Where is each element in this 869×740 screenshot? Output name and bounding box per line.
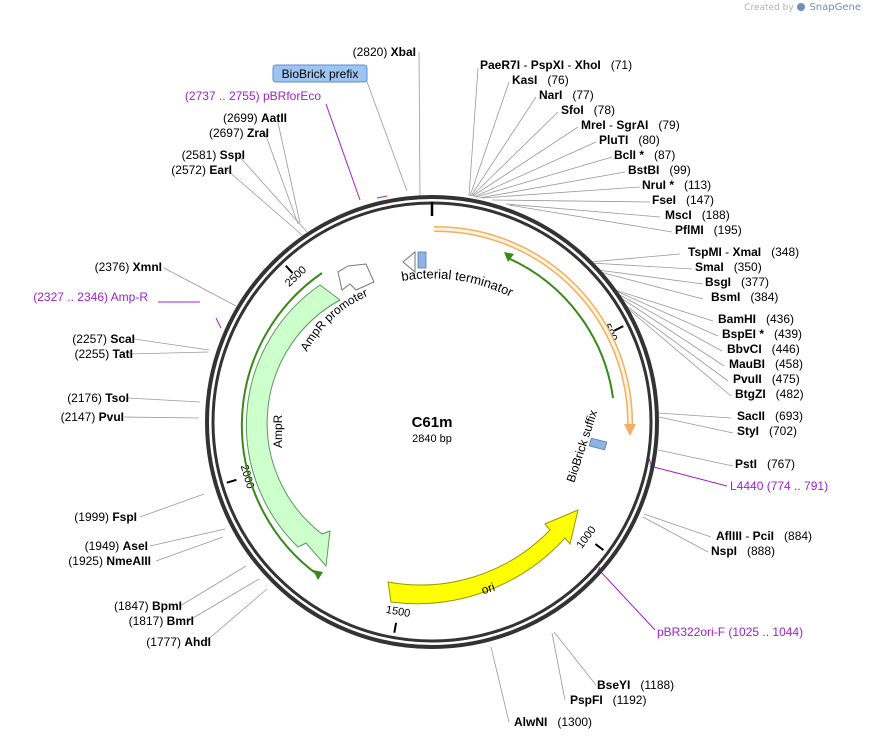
- enzyme-site-label[interactable]: StyI(702): [737, 424, 797, 438]
- snapgene-logo-icon: [796, 3, 805, 11]
- enzyme-site-label[interactable]: MreI - SgrAI(79): [581, 118, 680, 132]
- tick-mark: [226, 478, 237, 484]
- orf-arrow-top: [433, 225, 634, 429]
- left-site-labels: (2820) XbaI (2699) AatII(2697) ZraI (2581)…: [61, 45, 416, 649]
- enzyme-site-label[interactable]: (2699) AatII: [223, 111, 287, 125]
- enzyme-site-label[interactable]: PaeR7I - PspXI - XhoI(71): [480, 58, 632, 72]
- enzyme-site-label[interactable]: BseYI(1188): [597, 678, 674, 692]
- enzyme-site-label[interactable]: BclI *(87): [614, 148, 675, 162]
- plasmid-size: 2840 bp: [412, 433, 452, 445]
- enzyme-site-label[interactable]: PvuII(475): [733, 372, 800, 386]
- enzyme-site-label[interactable]: BstBI(99): [628, 163, 691, 177]
- biobrick-prefix-label: BioBrick prefix: [282, 67, 359, 81]
- enzyme-site-label[interactable]: BbvCI(446): [727, 342, 800, 356]
- enzyme-site-label[interactable]: PluTI(80): [599, 133, 660, 147]
- tick-mark: [613, 325, 624, 332]
- tick-mark: [393, 622, 398, 633]
- primer-label[interactable]: pBR322ori-F (1025 .. 1044): [657, 625, 803, 639]
- enzyme-site-label[interactable]: (1925) NmeAIII: [68, 554, 151, 568]
- enzyme-site-label[interactable]: NspI(888): [711, 544, 775, 558]
- enzyme-site-label[interactable]: (1817) BmrI: [129, 614, 194, 628]
- enzyme-site-label[interactable]: BsmI(384): [711, 290, 778, 304]
- orf-green-left: [240, 272, 323, 576]
- tick-mark: [285, 265, 294, 274]
- feature-ori[interactable]: [387, 509, 579, 605]
- primer-labels: (2737 .. 2755) pBRforEco (2327 .. 2346) A…: [33, 89, 828, 639]
- enzyme-site-label[interactable]: PspFI(1192): [570, 693, 646, 707]
- enzyme-site-label[interactable]: AlwNI(1300): [514, 715, 592, 729]
- label-ori: ori: [480, 580, 497, 597]
- enzyme-site-label[interactable]: NarI(77): [539, 88, 594, 102]
- enzyme-site-label[interactable]: (1847) BpmI: [114, 599, 182, 613]
- enzyme-site-label[interactable]: (1777) AhdI: [146, 635, 211, 649]
- enzyme-site-label[interactable]: (2697) ZraI: [209, 126, 269, 140]
- enzyme-site-label[interactable]: NruI *(113): [642, 178, 711, 192]
- orf-arrowhead-top: [624, 424, 636, 436]
- right-site-labels: PaeR7I - PspXI - XhoI(71)KasI(76)NarI(77…: [480, 58, 812, 729]
- enzyme-site-label[interactable]: BamHI(436): [718, 312, 794, 326]
- enzyme-site-label[interactable]: (1949) AseI: [85, 539, 148, 553]
- enzyme-site-label[interactable]: (2820) XbaI: [353, 45, 416, 59]
- tick-label: 1500: [385, 604, 411, 620]
- enzyme-site-label[interactable]: (2257) ScaI: [72, 332, 135, 346]
- enzyme-site-label[interactable]: KasI(76): [512, 73, 569, 87]
- enzyme-site-label[interactable]: PflMI(195): [675, 223, 742, 237]
- biobrick-prefix-box[interactable]: [272, 64, 368, 83]
- enzyme-site-label[interactable]: (2581) SspI: [182, 148, 245, 162]
- feature-bacterial-terminator[interactable]: [417, 251, 427, 269]
- label-bacterial-terminator: bacterial terminator: [400, 266, 516, 299]
- enzyme-site-label[interactable]: BtgZI(482): [735, 387, 804, 401]
- tick-label: 1000: [574, 524, 598, 551]
- enzyme-site-label[interactable]: FseI(147): [652, 193, 714, 207]
- snapgene-credit: Created by SnapGene: [744, 2, 861, 13]
- enzyme-site-label[interactable]: MscI(188): [665, 208, 730, 222]
- feature-ampr[interactable]: [245, 284, 341, 568]
- orf-green-top: [507, 257, 614, 399]
- snapgene-brand: SnapGene: [809, 2, 861, 13]
- created-by-text: Created by: [744, 3, 794, 13]
- primer-label[interactable]: (2737 .. 2755) pBRforEco: [185, 89, 321, 103]
- primer-label[interactable]: (2327 .. 2346) Amp-R: [33, 290, 148, 304]
- svg-text:bacterial terminator: bacterial terminator: [400, 266, 516, 299]
- plasmid-backbone: [205, 195, 659, 649]
- enzyme-site-label[interactable]: BsgI(377): [705, 275, 769, 289]
- feature-biobrick-suffix[interactable]: [588, 437, 608, 451]
- enzyme-site-label[interactable]: SfoI(78): [561, 103, 615, 117]
- enzyme-site-label[interactable]: (2176) TsoI: [67, 391, 129, 405]
- enzyme-site-label[interactable]: SmaI(350): [695, 260, 762, 274]
- terminator-arrow-icon: [402, 250, 416, 274]
- enzyme-site-label[interactable]: (2147) PvuI: [61, 410, 124, 424]
- enzyme-site-label[interactable]: (2572) EarI: [171, 163, 232, 177]
- enzyme-site-label[interactable]: (1999) FspI: [74, 510, 137, 524]
- enzyme-site-label[interactable]: PstI(767): [735, 457, 795, 471]
- leader-lines: [123, 51, 734, 723]
- enzyme-site-label[interactable]: (2376) XmnI: [95, 260, 162, 274]
- plasmid-name: C61m: [412, 414, 453, 431]
- primer-lines: [158, 103, 728, 631]
- enzyme-site-label[interactable]: TspMI - XmaI(348): [688, 245, 799, 259]
- primer-label[interactable]: L4440 (774 .. 791): [730, 479, 828, 493]
- enzyme-site-label[interactable]: AflIII - PciI(884): [716, 529, 812, 543]
- enzyme-site-label[interactable]: (2255) TatI: [75, 347, 133, 361]
- enzyme-site-label[interactable]: BspEI *(439): [722, 327, 802, 341]
- enzyme-site-label[interactable]: MauBI(458): [729, 357, 803, 371]
- label-ampr: AmpR: [271, 414, 285, 448]
- enzyme-site-label[interactable]: SacII(693): [737, 409, 803, 423]
- tick-mark: [594, 543, 605, 551]
- feature-ampr-promoter[interactable]: [337, 263, 375, 291]
